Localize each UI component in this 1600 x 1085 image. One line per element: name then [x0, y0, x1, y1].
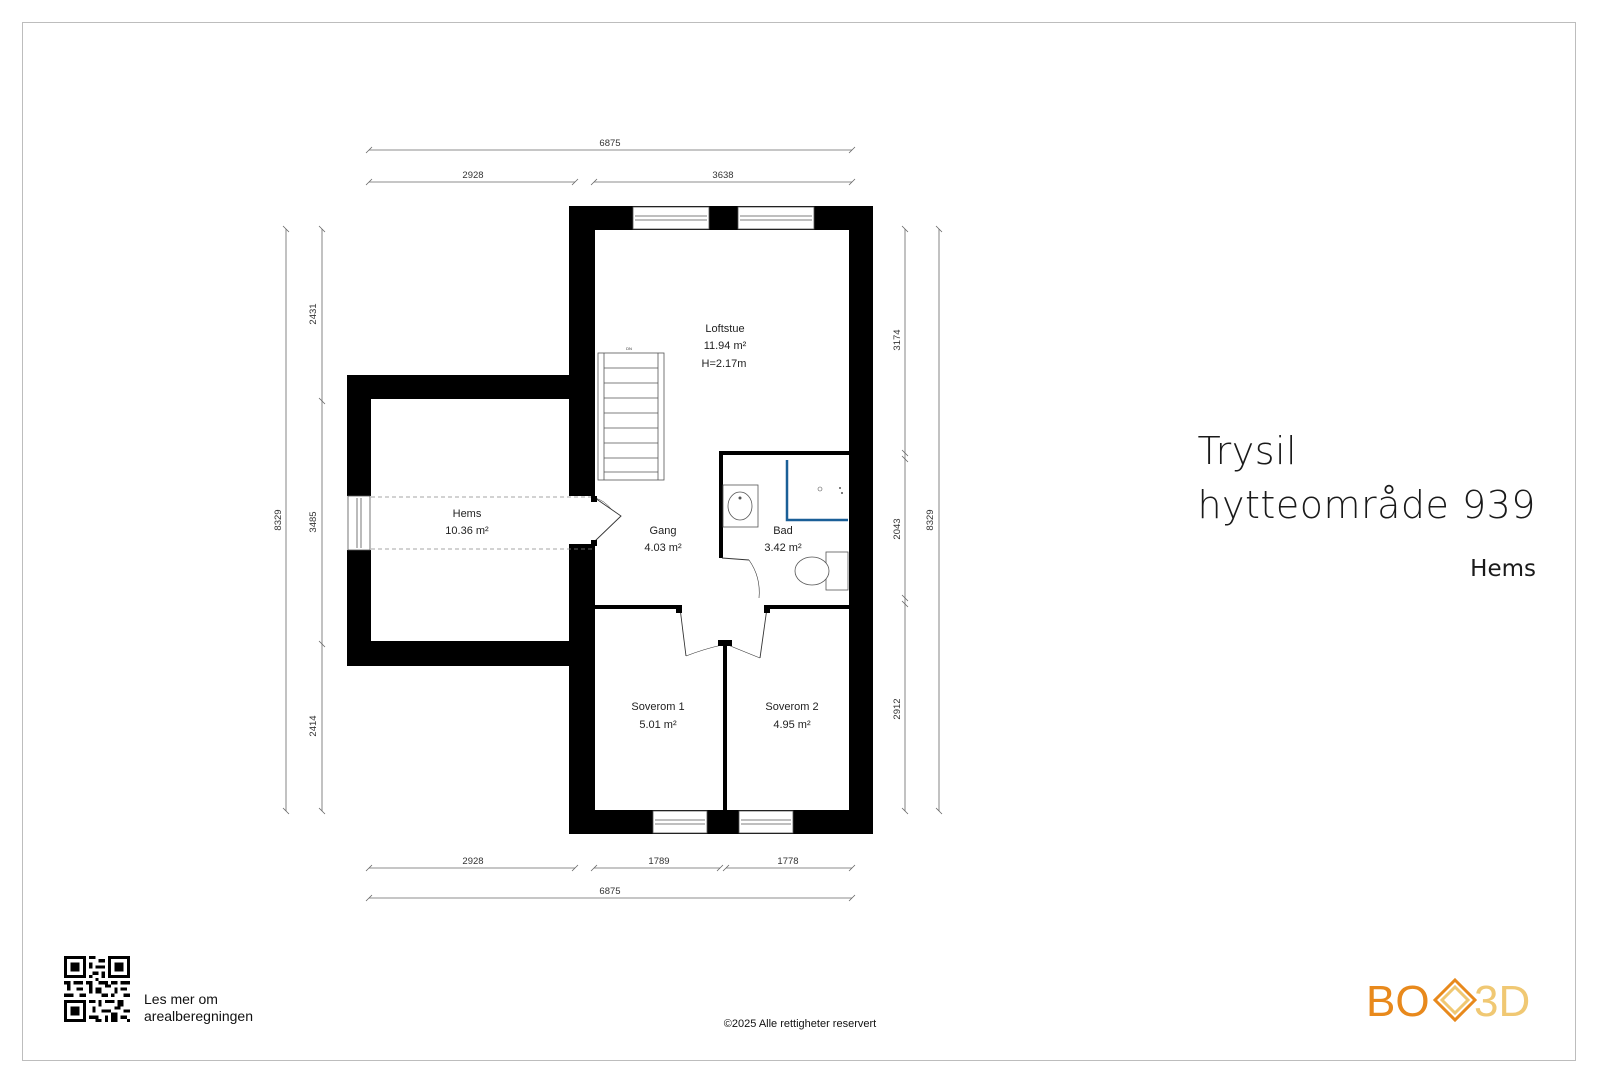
dim-bottom-right: 1778: [777, 856, 798, 867]
title-line-2: hytteområde 939: [1197, 483, 1536, 527]
dim-right-upper: 3174: [892, 329, 903, 350]
window-bottom-2: [738, 810, 794, 834]
logo-text-3d: 3D: [1474, 977, 1530, 1022]
hems-opening: [371, 496, 595, 550]
windows: [347, 206, 815, 834]
title-block: Trysil hytteområde 939: [1197, 424, 1536, 532]
dim-bottom-left: 2928: [462, 856, 483, 867]
room-hems-name: Hems: [453, 508, 482, 520]
room-bad-area: 3.42 m²: [764, 542, 802, 554]
room-hems-area: 10.36 m²: [445, 525, 489, 537]
room-gang-name: Gang: [650, 525, 677, 537]
shower-icon: [785, 460, 848, 522]
dimension-lines: [282, 146, 943, 902]
room-bad-name: Bad: [773, 525, 793, 537]
qr-caption-line-2: arealberegningen: [144, 1008, 253, 1024]
dim-top-right: 3638: [712, 170, 733, 181]
page-frame: [22, 22, 1576, 1061]
walls: [347, 206, 873, 834]
dim-bottom-total: 6875: [599, 886, 620, 897]
room-soverom2-name: Soverom 2: [765, 701, 818, 713]
dim-left-lower: 2414: [308, 715, 319, 736]
dimension-labels: 6875 2928 3638 2928 1789 1778 6875 8329 …: [273, 138, 936, 897]
staircase: [597, 352, 665, 481]
dim-top-total: 6875: [599, 138, 620, 149]
window-hems: [347, 495, 371, 551]
room-soverom2-area: 4.95 m²: [773, 719, 811, 731]
door-jambs: [591, 496, 770, 646]
dim-top-left: 2928: [462, 170, 483, 181]
toilet-icon: [794, 551, 849, 591]
title-line-1: Trysil: [1197, 429, 1298, 473]
dim-left-outer: 8329: [273, 509, 284, 530]
window-bottom-1: [652, 810, 708, 834]
room-gang-area: 4.03 m²: [644, 542, 682, 554]
bathroom-fixtures: [722, 460, 849, 591]
room-loftstue-height: H=2.17m: [702, 358, 747, 370]
room-loftstue-name: Loftstue: [705, 323, 744, 335]
floor-subtitle: Hems: [1470, 556, 1536, 582]
qr-caption-line-1: Les mer om: [144, 991, 218, 1007]
room-loftstue-area: 11.94 m²: [704, 340, 747, 352]
room-soverom1-area: 5.01 m²: [639, 719, 677, 731]
dim-right-outer: 8329: [925, 509, 936, 530]
logo-text-bo: BO: [1366, 977, 1430, 1022]
stair-direction-label: DN: [626, 346, 632, 351]
bo3d-logo-icon: BO 3D: [1366, 977, 1530, 1022]
dim-right-lower: 2912: [892, 698, 903, 719]
qr-caption[interactable]: Les mer om arealberegningen: [144, 991, 253, 1025]
window-top-1: [632, 206, 710, 230]
doors: [594, 497, 768, 659]
room-soverom1-name: Soverom 1: [631, 701, 684, 713]
qr-code-icon[interactable]: [64, 956, 130, 1022]
dim-bottom-mid: 1789: [648, 856, 669, 867]
dim-right-mid: 2043: [892, 518, 903, 539]
dim-left-upper: 2431: [308, 303, 319, 324]
window-top-2: [737, 206, 815, 230]
room-labels: Loftstue 11.94 m² H=2.17m Hems 10.36 m² …: [445, 323, 818, 731]
logo-diamond-icon: [1432, 977, 1478, 1022]
dim-left-mid: 3485: [308, 511, 319, 532]
copyright-text: ©2025 Alle rettigheter reservert: [723, 1018, 877, 1030]
